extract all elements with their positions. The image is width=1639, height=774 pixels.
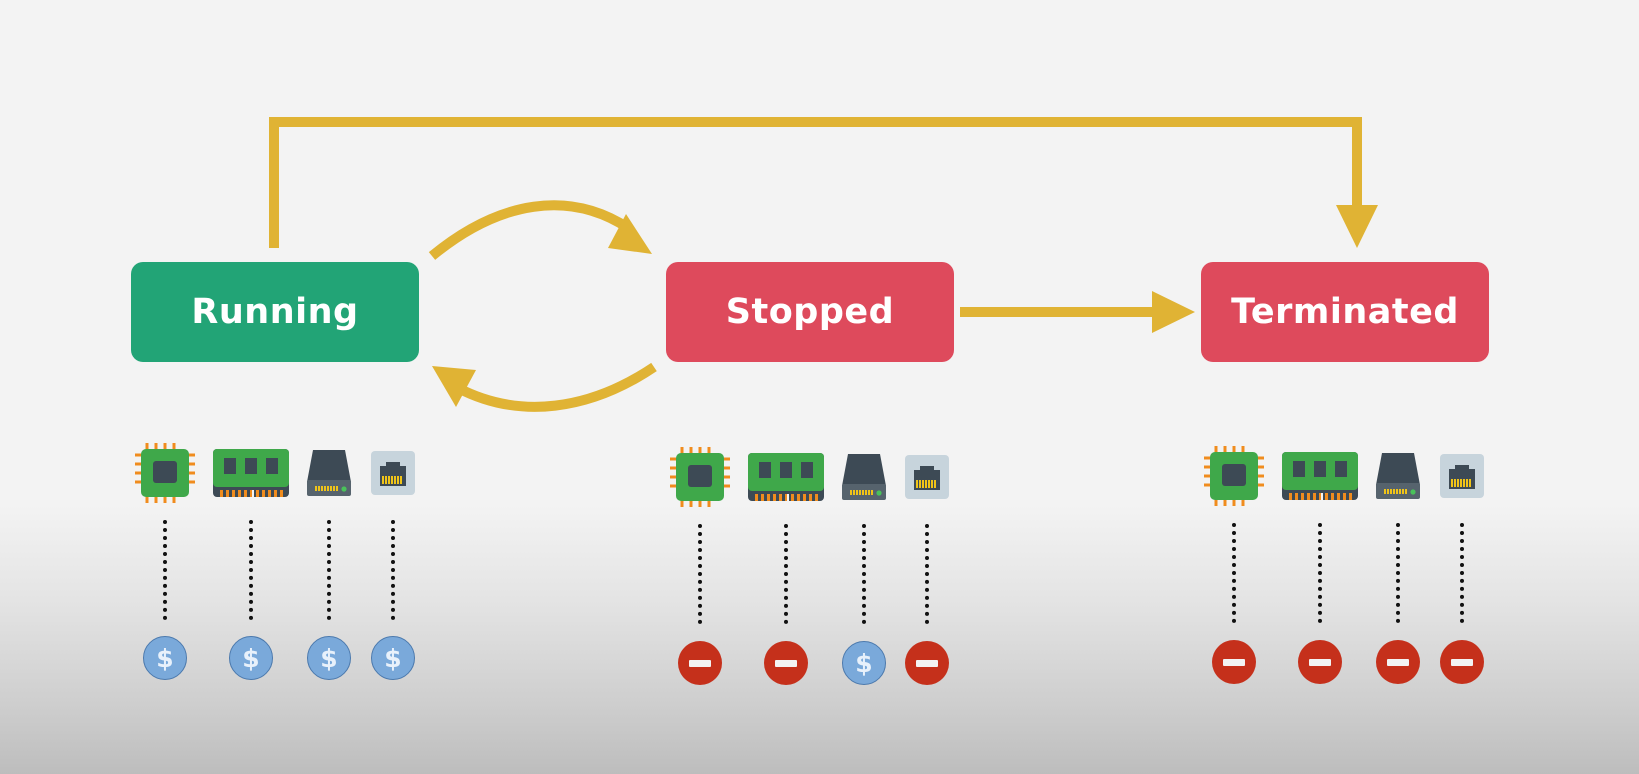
dotted-connector	[163, 520, 167, 620]
dotted-connector	[925, 524, 929, 624]
dotted-connector	[784, 524, 788, 624]
minus-bar	[1309, 658, 1331, 666]
minus-bar	[1223, 658, 1245, 666]
memory-ram-icon	[747, 452, 825, 502]
terminated-arrowhead-top	[1336, 205, 1378, 248]
dollar-cost-icon: $	[842, 641, 886, 685]
running-arrowhead	[432, 366, 476, 407]
dollar-cost-icon: $	[229, 636, 273, 680]
no-cost-icon	[1440, 640, 1484, 684]
dollar-cost-icon: $	[307, 636, 351, 680]
cpu-chip-icon	[1202, 444, 1266, 508]
dotted-connector	[698, 524, 702, 624]
no-cost-icon	[764, 641, 808, 685]
storage-drive-icon	[305, 448, 353, 498]
minus-bar	[1451, 658, 1473, 666]
network-port-icon	[904, 454, 950, 500]
dollar-cost-icon: $	[371, 636, 415, 680]
stopped-arrowhead	[608, 214, 652, 254]
state-stopped: Stopped	[666, 262, 954, 362]
minus-bar	[916, 659, 938, 667]
network-port-icon	[1439, 453, 1485, 499]
dotted-connector	[1232, 523, 1236, 623]
no-cost-icon	[905, 641, 949, 685]
dotted-connector	[391, 520, 395, 620]
no-cost-icon	[678, 641, 722, 685]
dotted-connector	[1460, 523, 1464, 623]
no-cost-icon	[1298, 640, 1342, 684]
running-to-stopped-curve	[428, 200, 631, 260]
terminated-arrowhead-side	[1152, 291, 1195, 333]
minus-bar	[689, 659, 711, 667]
storage-drive-icon	[840, 452, 888, 502]
dotted-connector	[327, 520, 331, 620]
cpu-chip-icon	[668, 445, 732, 509]
no-cost-icon	[1212, 640, 1256, 684]
storage-drive-icon	[1374, 451, 1422, 501]
dotted-connector	[249, 520, 253, 620]
memory-ram-icon	[212, 448, 290, 498]
dotted-connector	[1318, 523, 1322, 623]
state-terminated: Terminated	[1201, 262, 1489, 362]
network-port-icon	[370, 450, 416, 496]
state-running: Running	[131, 262, 419, 362]
dollar-cost-icon: $	[143, 636, 187, 680]
stopped-to-running-curve	[455, 362, 657, 412]
minus-bar	[775, 659, 797, 667]
dotted-connector	[1396, 523, 1400, 623]
cpu-chip-icon	[133, 441, 197, 505]
running-to-terminated-line	[269, 117, 1362, 248]
memory-ram-icon	[1281, 451, 1359, 501]
minus-bar	[1387, 658, 1409, 666]
no-cost-icon	[1376, 640, 1420, 684]
dotted-connector	[862, 524, 866, 624]
